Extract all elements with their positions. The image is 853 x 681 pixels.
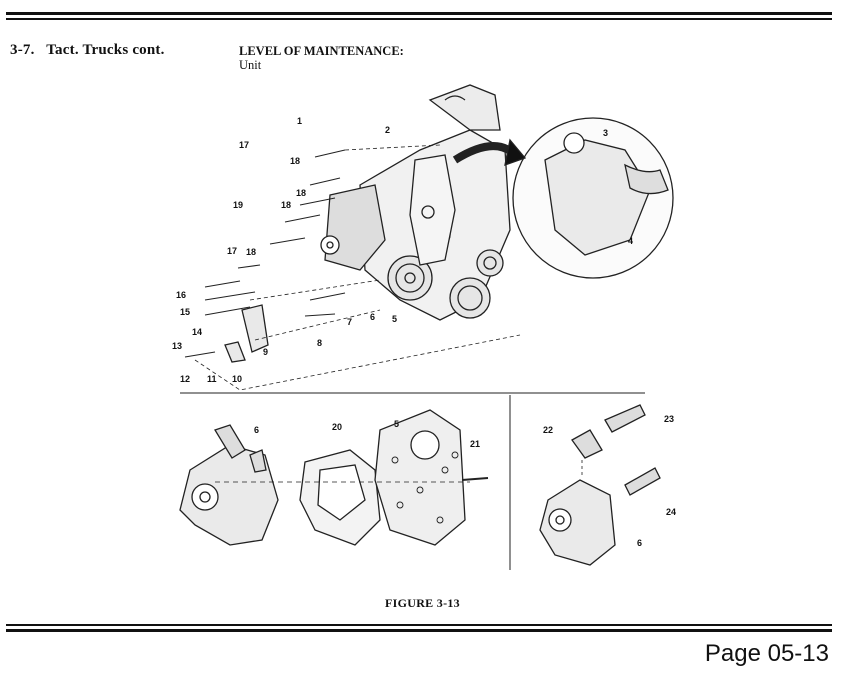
callout-17b: 17 bbox=[227, 246, 237, 256]
callout-24: 24 bbox=[666, 507, 676, 517]
callout-11: 11 bbox=[207, 374, 217, 384]
callout-9: 9 bbox=[263, 347, 268, 357]
bottom-rule-thin bbox=[6, 624, 832, 626]
callout-6: 6 bbox=[370, 312, 375, 322]
callout-1: 1 bbox=[297, 116, 302, 126]
callout-14: 14 bbox=[192, 327, 202, 337]
maintenance-level-value: Unit bbox=[239, 58, 262, 72]
lower-right-exploded-view bbox=[539, 404, 661, 566]
callout-2: 2 bbox=[385, 125, 390, 135]
callout-5: 5 bbox=[392, 314, 397, 324]
callout-12: 12 bbox=[180, 374, 190, 384]
section-heading: 3-7. Tact. Trucks cont. bbox=[10, 42, 165, 59]
page-number: Page 05-13 bbox=[704, 640, 829, 667]
callout-20: 20 bbox=[332, 422, 342, 432]
callout-7: 7 bbox=[347, 317, 352, 327]
callout-6-lower-left: 6 bbox=[254, 425, 259, 435]
callout-18a: 18 bbox=[290, 156, 300, 166]
callout-4: 4 bbox=[628, 236, 633, 246]
callout-18c: 18 bbox=[281, 200, 291, 210]
callout-13: 13 bbox=[172, 341, 182, 351]
callout-8: 8 bbox=[317, 338, 322, 348]
figure-caption: FIGURE 3-13 bbox=[385, 596, 460, 610]
callout-19: 19 bbox=[233, 200, 243, 210]
callout-22: 22 bbox=[543, 425, 553, 435]
top-rule-thin bbox=[6, 18, 832, 20]
callout-3: 3 bbox=[603, 128, 608, 138]
callout-18d: 18 bbox=[246, 247, 256, 257]
callout-23: 23 bbox=[664, 414, 674, 424]
callout-21: 21 bbox=[470, 439, 480, 449]
callout-17a: 17 bbox=[239, 140, 249, 150]
callout-16: 16 bbox=[176, 290, 186, 300]
bottom-rule-thick bbox=[6, 629, 832, 632]
callout-18b: 18 bbox=[296, 188, 306, 198]
callout-15b: 15 bbox=[180, 307, 190, 317]
lower-left-exploded-view bbox=[179, 409, 489, 546]
section-title: Tact. Trucks cont. bbox=[46, 42, 165, 58]
section-number: 3-7. bbox=[10, 42, 35, 58]
top-rule-thick bbox=[6, 12, 832, 15]
callout-6-lower-right: 6 bbox=[637, 538, 642, 548]
callout-5-lower: 5 bbox=[394, 419, 399, 429]
maintenance-level-label: LEVEL OF MAINTENANCE: bbox=[239, 44, 404, 58]
callout-10: 10 bbox=[232, 374, 242, 384]
